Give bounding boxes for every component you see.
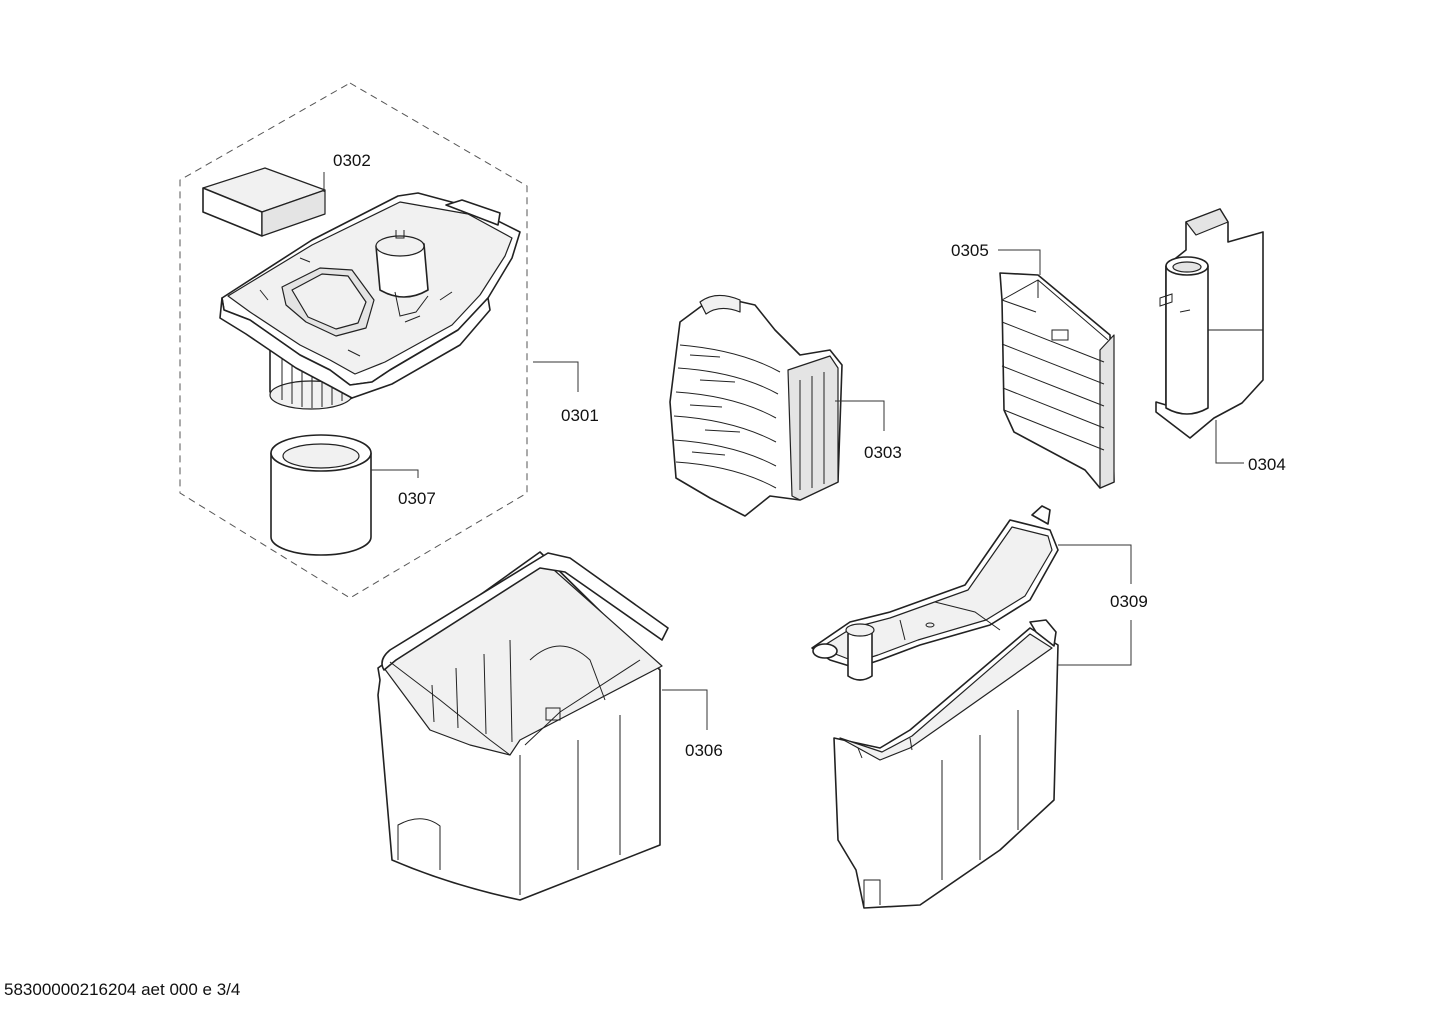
- callout-0305: 0305: [951, 241, 989, 260]
- assembly-group-outline: [179, 82, 528, 599]
- part-0304-water-duct: [1155, 208, 1264, 439]
- callout-0309: 0309: [1110, 592, 1148, 611]
- callout-0301: 0301: [561, 406, 599, 425]
- callout-0307: 0307: [398, 489, 436, 508]
- leader-lines: [323, 172, 1244, 730]
- part-0306-water-tank: [377, 551, 669, 901]
- callout-0302: 0302: [333, 151, 371, 170]
- part-0302-filter-pad: [202, 167, 326, 237]
- part-0303-condenser-unit: [669, 294, 843, 517]
- callout-0306: 0306: [685, 741, 723, 760]
- part-0309-lower-tray: [833, 619, 1059, 909]
- part-0307-cylinder-filter: [270, 434, 372, 556]
- part-0305-louvre-grille: [999, 272, 1115, 489]
- part-0301-lid-assembly: [219, 192, 521, 410]
- part-0309-upper-channel: [811, 505, 1059, 681]
- document-id: 58300000216204 aet 000 e 3/4: [4, 980, 241, 999]
- callout-0304: 0304: [1248, 455, 1286, 474]
- callout-0303: 0303: [864, 443, 902, 462]
